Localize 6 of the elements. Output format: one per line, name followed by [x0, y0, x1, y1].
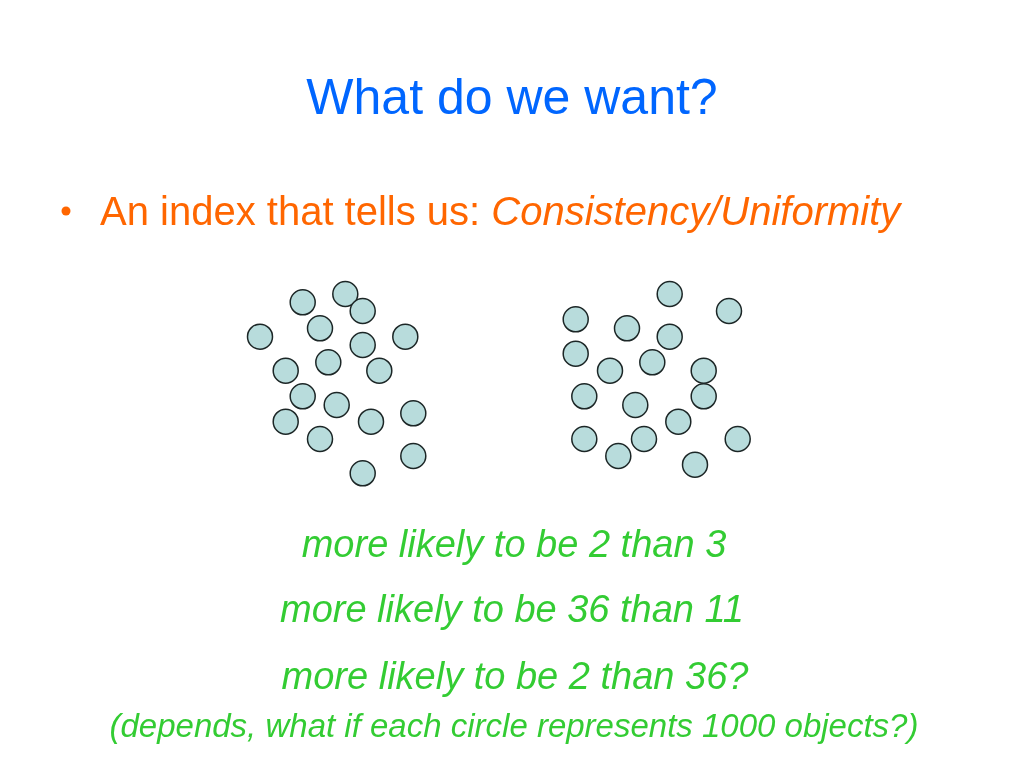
note-text: more likely to be 2 than 3	[301, 525, 727, 563]
note-text: more likely to be 36 than 11	[280, 590, 744, 628]
slide-title: What do we want?	[305, 72, 719, 122]
note-text: more likely to be 2 than 36?	[281, 657, 749, 695]
note-text: (depends, what if each circle represents 1000 objects?)	[109, 709, 919, 742]
bullet-point-text: An index that tells us: Consistency/Uniformity	[100, 191, 901, 231]
